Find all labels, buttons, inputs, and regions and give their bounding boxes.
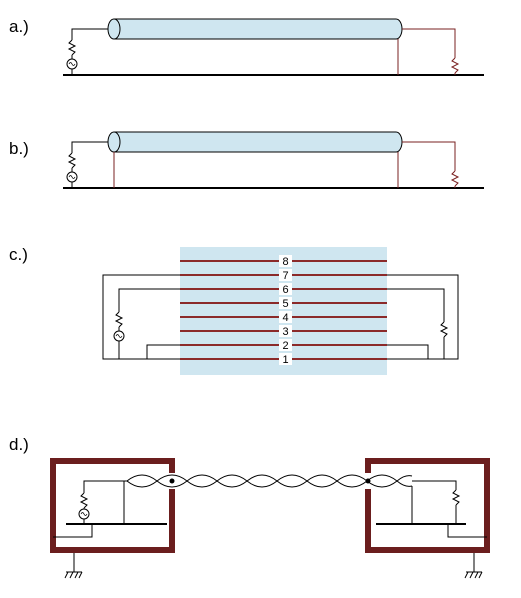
- diagram-d: [50, 458, 490, 579]
- twisted-pair: [126, 474, 413, 488]
- load-resistor-b: [450, 170, 460, 187]
- panel-label-a: a.): [9, 17, 29, 36]
- load-resistor-a: [450, 57, 460, 74]
- coax-cable-b: [113, 131, 403, 153]
- diagram-b: [63, 131, 484, 189]
- coax-end-b: [107, 131, 121, 153]
- coax-cable-a: [113, 18, 403, 40]
- coax-end-a: [107, 18, 121, 40]
- ribbon-right-wiring: [387, 274, 459, 360]
- conductor-label-8: 8: [282, 256, 288, 268]
- conductor-label-5: 5: [282, 298, 288, 310]
- conductor-label-6: 6: [282, 284, 288, 296]
- right-circuit: [411, 480, 487, 538]
- right-enclosure: [365, 458, 490, 553]
- ribbon-left-wiring: [102, 274, 180, 360]
- conductor-label-7: 7: [282, 270, 288, 282]
- source-wire-b: [71, 141, 108, 153]
- chassis-ground-icon-left: [64, 553, 83, 579]
- load-wire-a: [402, 28, 456, 58]
- source-resistor-b: [67, 152, 77, 169]
- panel-label-c: c.): [9, 245, 28, 264]
- chassis-ground-icon-right: [464, 553, 483, 579]
- load-wire-b: [402, 141, 456, 171]
- left-enclosure: [50, 458, 175, 553]
- conductor-label-4: 4: [282, 312, 288, 324]
- conductor-label-2: 2: [282, 340, 288, 352]
- conductor-label-1: 1: [282, 354, 288, 366]
- diagram-a: [63, 18, 484, 76]
- conductor-label-3: 3: [282, 326, 288, 338]
- panel-label-d: d.): [9, 435, 29, 454]
- diagram-c: 8 7 6 5 4 3 2 1: [102, 247, 459, 375]
- left-circuit: [53, 480, 127, 538]
- conductor-number-labels: 8 7 6 5 4 3 2 1: [279, 255, 292, 366]
- panel-label-b: b.): [9, 139, 29, 158]
- source-wire-a: [71, 28, 108, 40]
- source-resistor-a: [67, 39, 77, 56]
